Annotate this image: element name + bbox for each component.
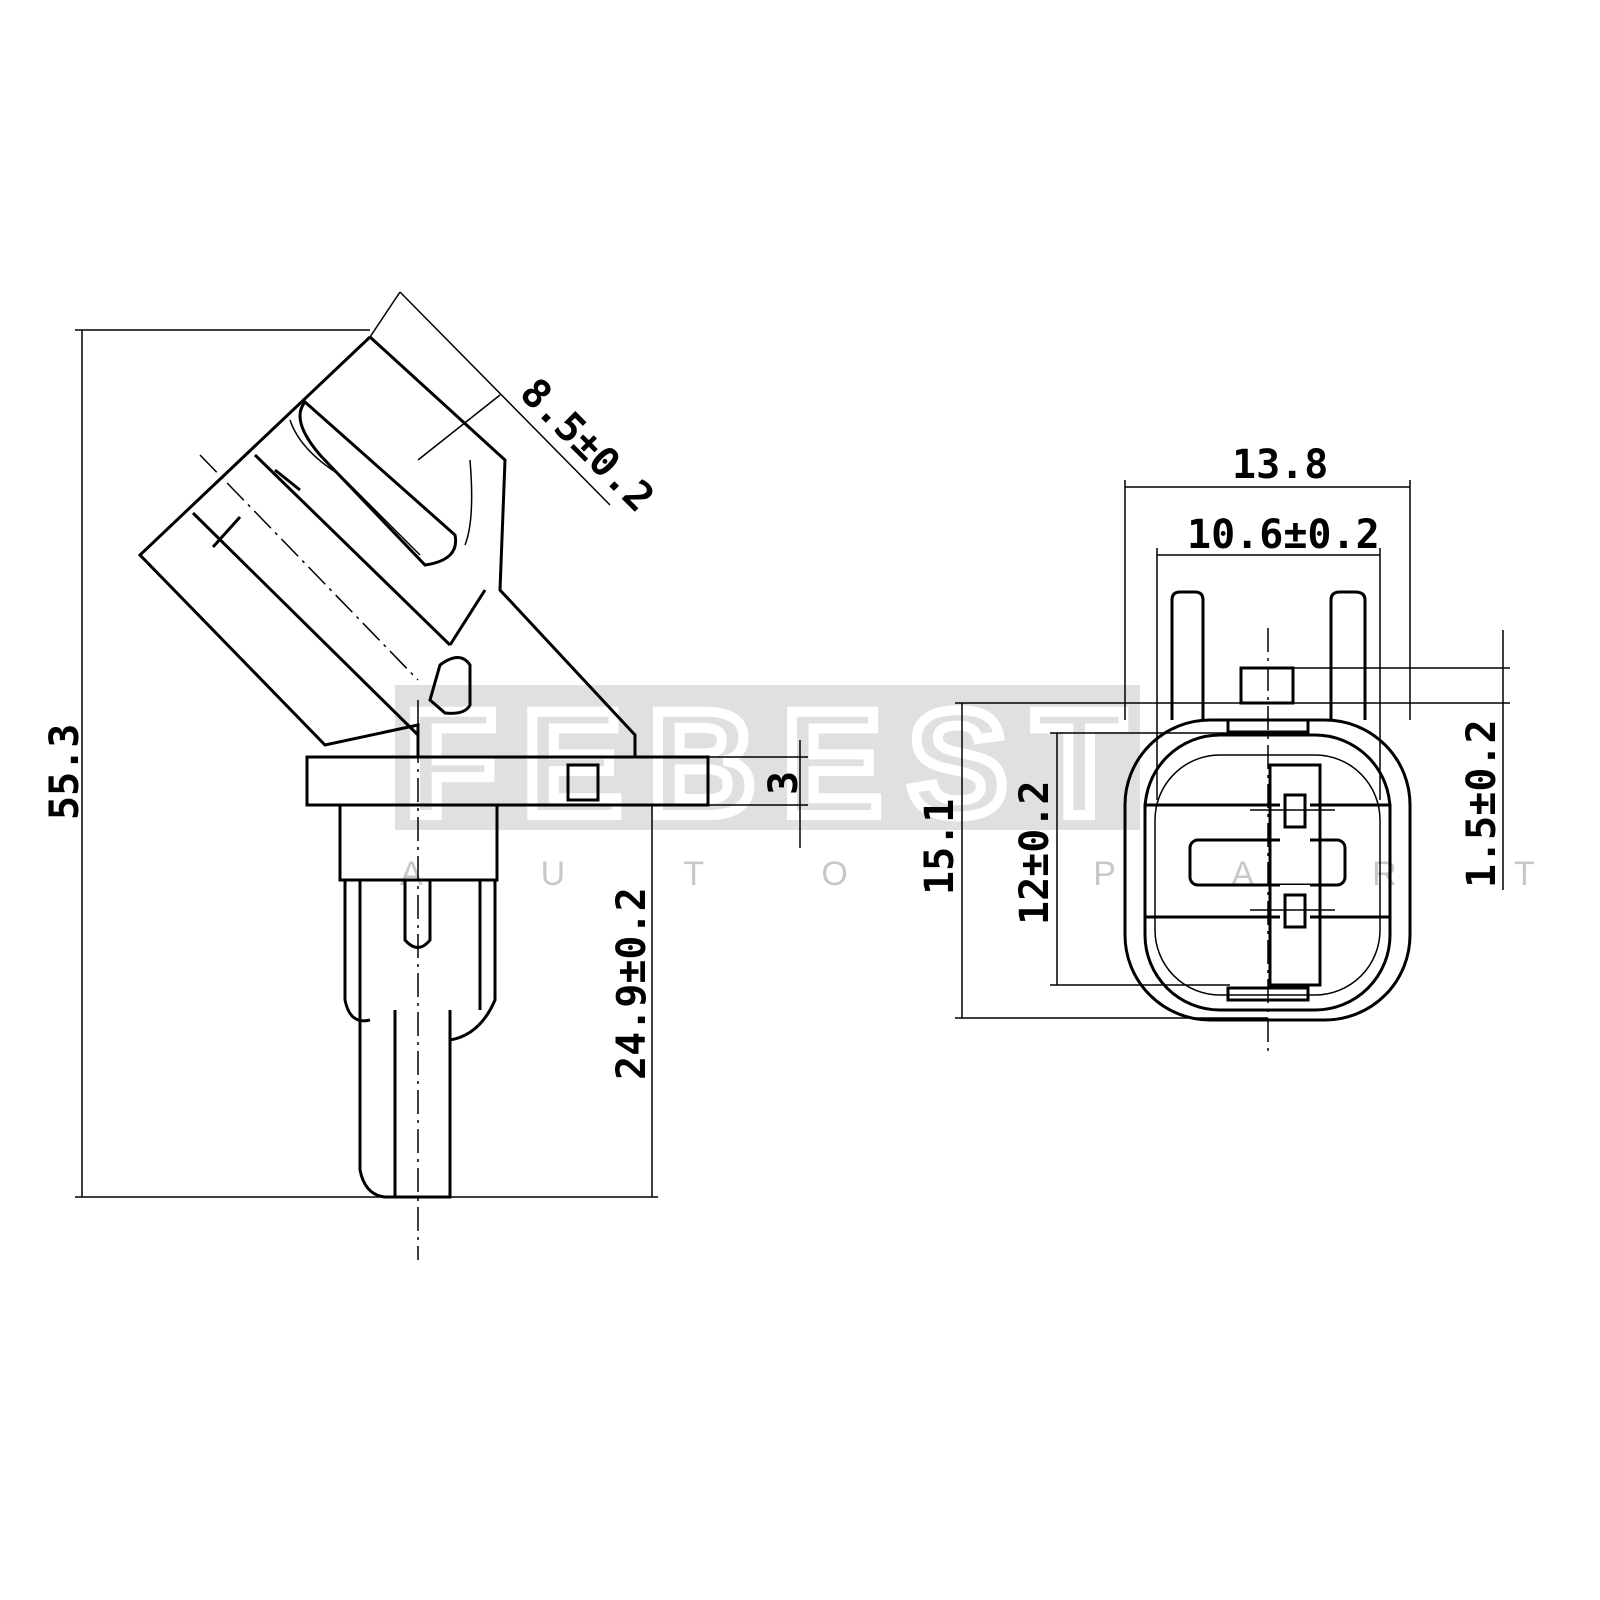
dim-tab-height: 1.5±0.2 [1459,719,1505,888]
dim-probe-length: 24.9±0.2 [609,887,655,1080]
side-view [75,291,808,1260]
watermark-tagline: AUTO PARTS [400,855,1600,893]
center-tab [1239,666,1295,705]
watermark: FEBEST AUTO PARTS [395,674,1600,893]
dim-overall-height: 55.3 [42,724,88,820]
pin-right [1329,590,1367,720]
dim-front-height: 15.1 [917,799,963,895]
probe [358,1010,452,1199]
dim-connector-width: 8.5±0.2 [511,370,663,522]
flange [305,755,710,807]
seal-hatched [298,399,458,567]
dim-flange-thickness: 3 [761,771,807,795]
dim-pin-spacing: 10.6±0.2 [1187,512,1380,558]
front-view [955,480,1510,1055]
mounting-hole [428,656,472,715]
pin-left [1170,590,1205,720]
dim-overall-width: 13.8 [1232,442,1328,488]
housing-outline [137,335,420,757]
dim-inner-height: 12±0.2 [1012,781,1058,926]
